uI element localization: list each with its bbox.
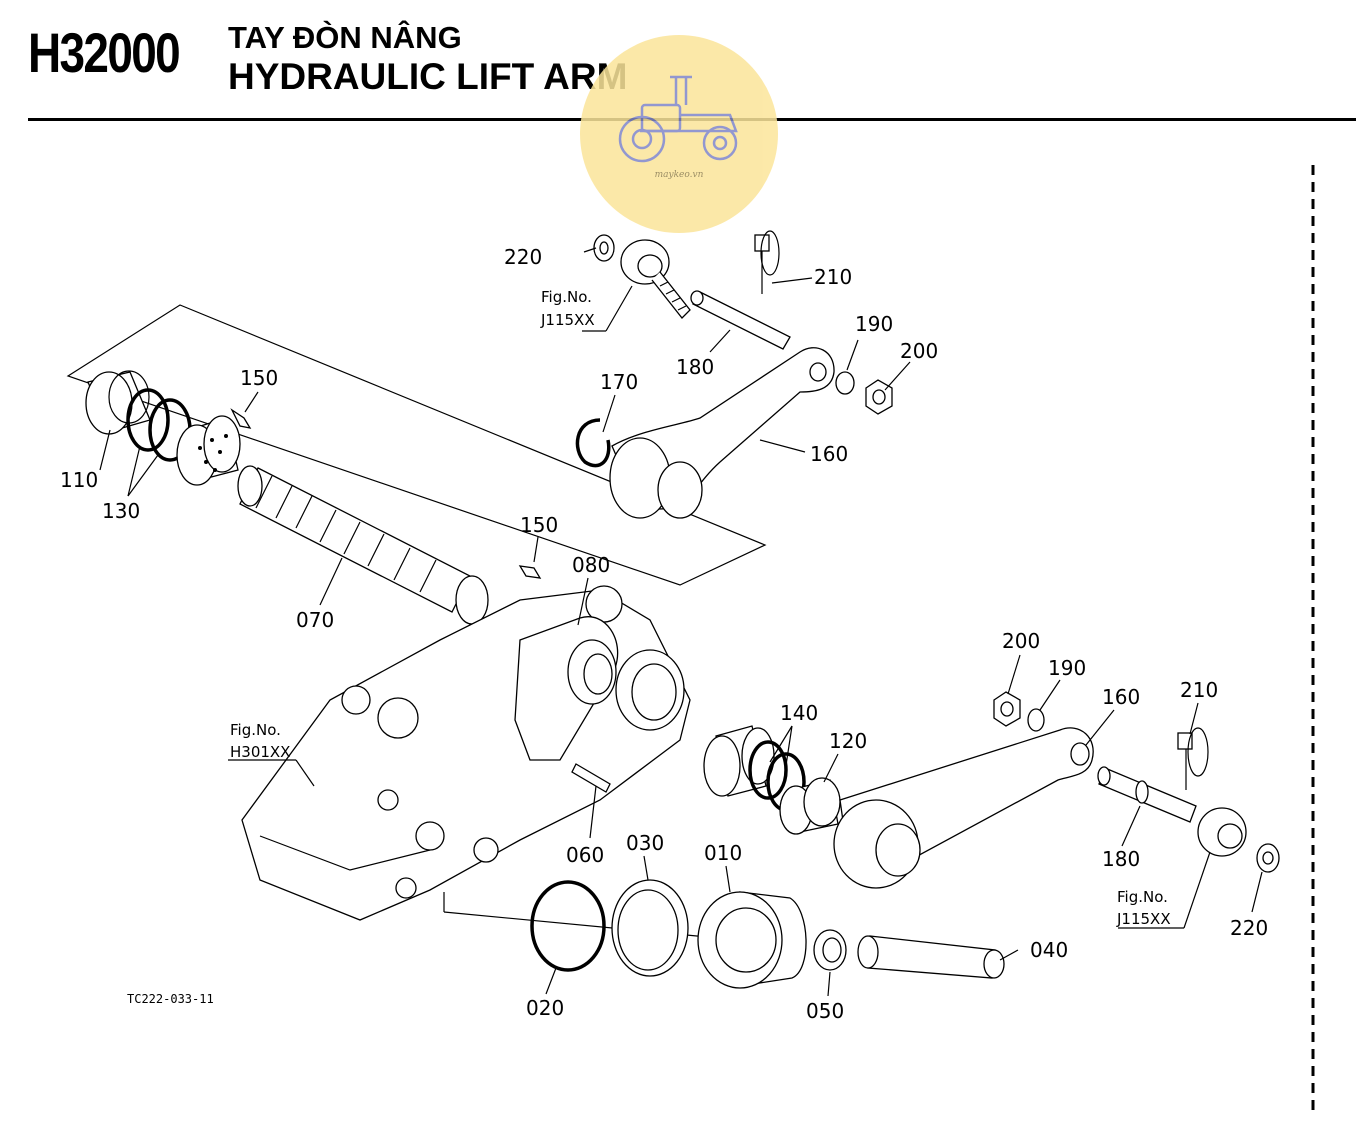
callout-150-b: 150 xyxy=(520,513,558,537)
title-vietnamese: TAY ĐÒN NÂNG xyxy=(228,20,462,55)
lift-shaft-070 xyxy=(239,467,471,613)
callout-030: 030 xyxy=(626,831,664,855)
lift-housing xyxy=(241,589,691,921)
callout-020: 020 xyxy=(526,996,564,1020)
lift-shaft-group xyxy=(85,370,489,625)
callout-labels: 220 210 180 190 200 170 160 150 110 130 … xyxy=(60,245,1268,1023)
callout-180-top: 180 xyxy=(676,355,714,379)
lynch-pin-210-right xyxy=(1177,732,1193,750)
washer-190-right xyxy=(1027,708,1045,732)
callout-160-top: 160 xyxy=(810,442,848,466)
grease-nipple-150b xyxy=(518,565,542,579)
fig-ref-right-label: Fig.No. xyxy=(1117,888,1168,906)
callout-080: 080 xyxy=(572,553,610,577)
callout-010: 010 xyxy=(704,841,742,865)
pin-180-top xyxy=(692,291,791,350)
callout-120: 120 xyxy=(829,729,867,753)
callout-150-a: 150 xyxy=(240,366,278,390)
grease-nipple-150a xyxy=(230,408,252,429)
callout-190-top: 190 xyxy=(855,312,893,336)
watermark-logo: maykeo.vn xyxy=(580,35,778,233)
callout-210-right: 210 xyxy=(1180,678,1218,702)
callout-160-right: 160 xyxy=(1102,685,1140,709)
callout-210-top: 210 xyxy=(814,265,852,289)
section-code: H32000 xyxy=(28,21,181,84)
fig-ref-top-code: J115XX xyxy=(540,311,595,329)
rod-040 xyxy=(867,935,996,979)
fig-ref-top-label: Fig.No. xyxy=(541,288,592,306)
top-lift-arm-group xyxy=(575,230,911,519)
lift-housing-group xyxy=(228,536,691,921)
callout-070: 070 xyxy=(296,608,334,632)
callout-170: 170 xyxy=(600,370,638,394)
callout-190-right: 190 xyxy=(1048,656,1086,680)
callout-130: 130 xyxy=(102,499,140,523)
assembly-outline xyxy=(66,304,767,586)
washer-190-top xyxy=(835,371,855,395)
callout-040: 040 xyxy=(1030,938,1068,962)
snap-ring-170 xyxy=(575,418,611,468)
fig-ref-left-label: Fig.No. xyxy=(230,721,281,739)
callout-110: 110 xyxy=(60,468,98,492)
callout-220-right: 220 xyxy=(1230,916,1268,940)
cylinder-group xyxy=(443,855,1019,997)
callout-050: 050 xyxy=(806,999,844,1023)
drawing-code: TC222-033-11 xyxy=(127,992,214,1006)
callout-140: 140 xyxy=(780,701,818,725)
o-ring-020 xyxy=(530,880,606,972)
logo-text: maykeo.vn xyxy=(655,170,704,180)
title-english: HYDRAULIC LIFT ARM xyxy=(228,56,628,97)
pin-060 xyxy=(571,763,611,793)
figure-references: Fig.No. J115XX Fig.No. H301XX Fig.No. J1… xyxy=(230,288,1171,928)
callout-200-top: 200 xyxy=(900,339,938,363)
tractor-icon: maykeo.vn xyxy=(618,75,738,180)
fig-ref-left-code: H301XX xyxy=(230,743,290,761)
o-ring-130a xyxy=(126,388,170,452)
callout-180-right: 180 xyxy=(1102,847,1140,871)
right-lift-arm-group xyxy=(703,654,1280,929)
fig-ref-right-code: J115XX xyxy=(1116,910,1171,928)
callout-220-top: 220 xyxy=(504,245,542,269)
callout-200-right: 200 xyxy=(1002,629,1040,653)
callout-060: 060 xyxy=(566,843,604,867)
o-ring-140a xyxy=(748,740,788,800)
